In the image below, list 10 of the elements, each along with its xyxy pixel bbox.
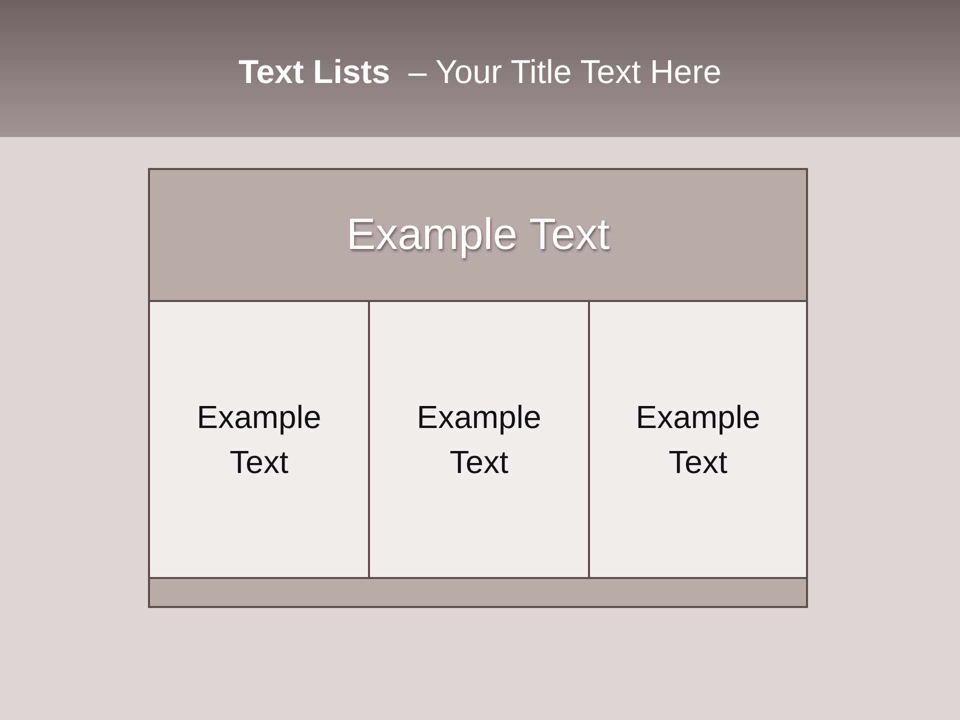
panel-text: Example Text [196, 398, 322, 482]
text-panel [588, 300, 808, 579]
text-panel [368, 300, 590, 579]
header-text: Example Text [346, 209, 610, 262]
slide-title: Text Lists – Your Title Text Here [238, 53, 722, 91]
panel-text: Example Text [634, 398, 762, 482]
panel-text: Example Text [416, 398, 542, 482]
text-panel [148, 300, 370, 579]
header-panel [148, 168, 808, 302]
footer-bar [148, 577, 808, 608]
